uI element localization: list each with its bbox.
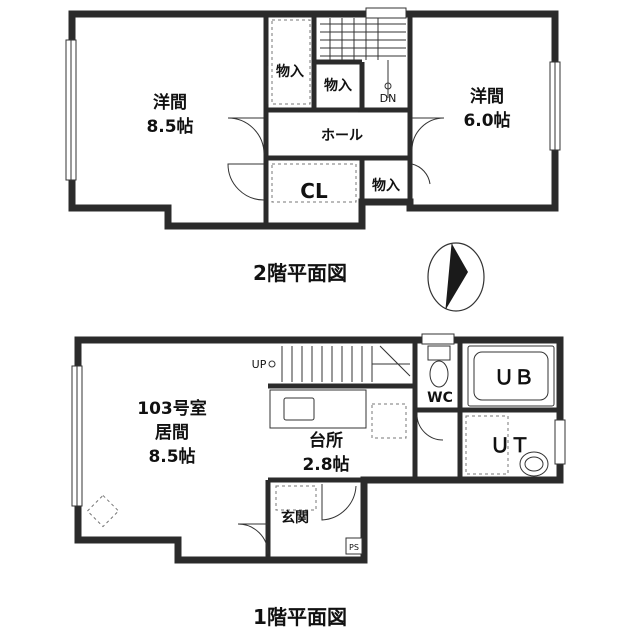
door-swing	[237, 523, 269, 555]
living-room-name: 居間	[155, 423, 189, 443]
ac-unit	[86, 494, 120, 528]
storage-label: 物入	[324, 77, 352, 94]
pipe-space	[345, 537, 363, 555]
door-swing	[416, 415, 444, 441]
pipe-space-label: PS	[349, 543, 359, 552]
kitchen-name: 台所	[309, 430, 343, 451]
washbasin-icon	[519, 451, 549, 477]
staircase-2f	[320, 18, 406, 98]
door-swing	[227, 117, 265, 155]
shoe-box	[275, 485, 317, 511]
window	[554, 419, 566, 465]
door-swing	[411, 117, 445, 151]
floor-2-plan: 洋間 8.5帖 洋間 6.0帖 物入 物入 物入 ホール CL DN 2階平面図	[65, 7, 561, 285]
floor-2-title: 2階平面図	[253, 261, 347, 285]
window	[365, 7, 407, 19]
storage-label: 物入	[372, 177, 400, 194]
bathtub-icon	[467, 345, 555, 407]
stairs-direction-label: UP	[252, 358, 267, 371]
washer-space	[465, 415, 509, 475]
floor-1-outer-wall	[74, 336, 564, 564]
floor-1-plan: PS 103号室 居間 8.5帖 台所 2.8帖 玄関 WC ＵＢ ＵＴ UP …	[71, 333, 566, 629]
stairs-direction-label: DN	[380, 92, 397, 105]
storage-shelf	[271, 163, 357, 203]
door-swing	[321, 484, 357, 521]
hall-label: ホール	[321, 128, 363, 144]
window	[421, 333, 455, 345]
door-swing	[227, 163, 265, 201]
room-right-size: 6.0帖	[463, 110, 510, 131]
appliance-space	[371, 403, 407, 439]
room-number: 103号室	[137, 398, 207, 419]
staircase-1f	[268, 345, 411, 382]
toilet-icon	[427, 345, 451, 388]
room-left-size: 8.5帖	[146, 116, 193, 137]
door-swing	[411, 163, 431, 185]
compass-icon	[427, 242, 485, 312]
room-left-name: 洋間	[153, 92, 187, 113]
washroom-label: ＵＴ	[490, 433, 530, 457]
floor-1-title: 1階平面図	[253, 605, 347, 629]
kitchen-sink	[283, 397, 315, 421]
living-room-size: 8.5帖	[148, 446, 195, 467]
storage-shelf	[271, 19, 311, 105]
toilet-label: WC	[427, 390, 453, 406]
room-right-name: 洋間	[470, 86, 504, 107]
kitchen-size: 2.8帖	[302, 454, 349, 475]
storage-label: 物入	[276, 63, 304, 80]
bath-label: ＵＢ	[494, 365, 534, 389]
closet-label: CL	[300, 179, 328, 203]
entrance-label: 玄関	[281, 509, 309, 526]
